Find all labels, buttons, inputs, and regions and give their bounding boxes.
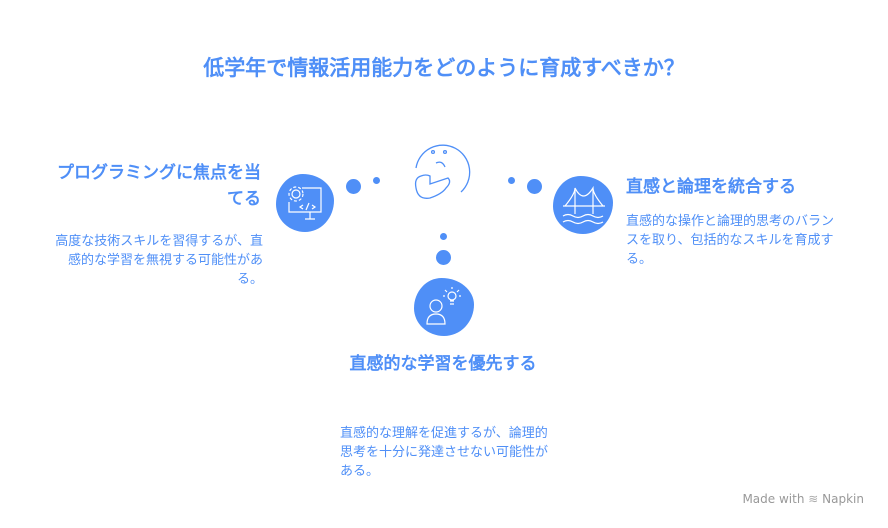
intuitive-icon-blob: [414, 278, 474, 336]
connector-dot: [527, 179, 542, 194]
integration-icon-blob: [553, 176, 613, 234]
thinking-face-icon: [414, 144, 471, 199]
napkin-logo-icon: ≋: [808, 492, 819, 506]
right-description: 直感的な操作と論理的思考のバランスを取り、包括的なスキルを育成する。: [626, 214, 835, 267]
connector-dot: [440, 233, 447, 240]
bottom-description: 直感的な理解を促進するが、論理的思考を十分に発達させない可能性がある。: [340, 426, 549, 479]
connector-dot: [346, 179, 361, 194]
right-heading: 直感と論理を統合する: [626, 177, 796, 197]
bottom-heading: 直感的な学習を優先する: [349, 354, 537, 374]
made-with-label: Made with: [742, 492, 805, 506]
connector-dot: [373, 177, 380, 184]
left-description: 高度な技術スキルを習得するが、直感的な学習を無視する可能性がある。: [55, 234, 263, 287]
napkin-brand: Napkin: [822, 492, 864, 506]
connector-dot: [436, 250, 451, 265]
page-title: 低学年で情報活用能力をどのように育成すべきか？: [203, 56, 685, 80]
napkin-footer[interactable]: Made with ≋ Napkin: [742, 492, 864, 506]
left-heading: プログラミングに焦点を当てる: [57, 163, 261, 209]
bridge-icon: [562, 185, 605, 225]
computer-gear-code-icon: [288, 186, 322, 220]
person-lightbulb-icon: [426, 287, 461, 325]
connector-dot: [508, 177, 515, 184]
programming-icon-blob: [276, 174, 334, 232]
